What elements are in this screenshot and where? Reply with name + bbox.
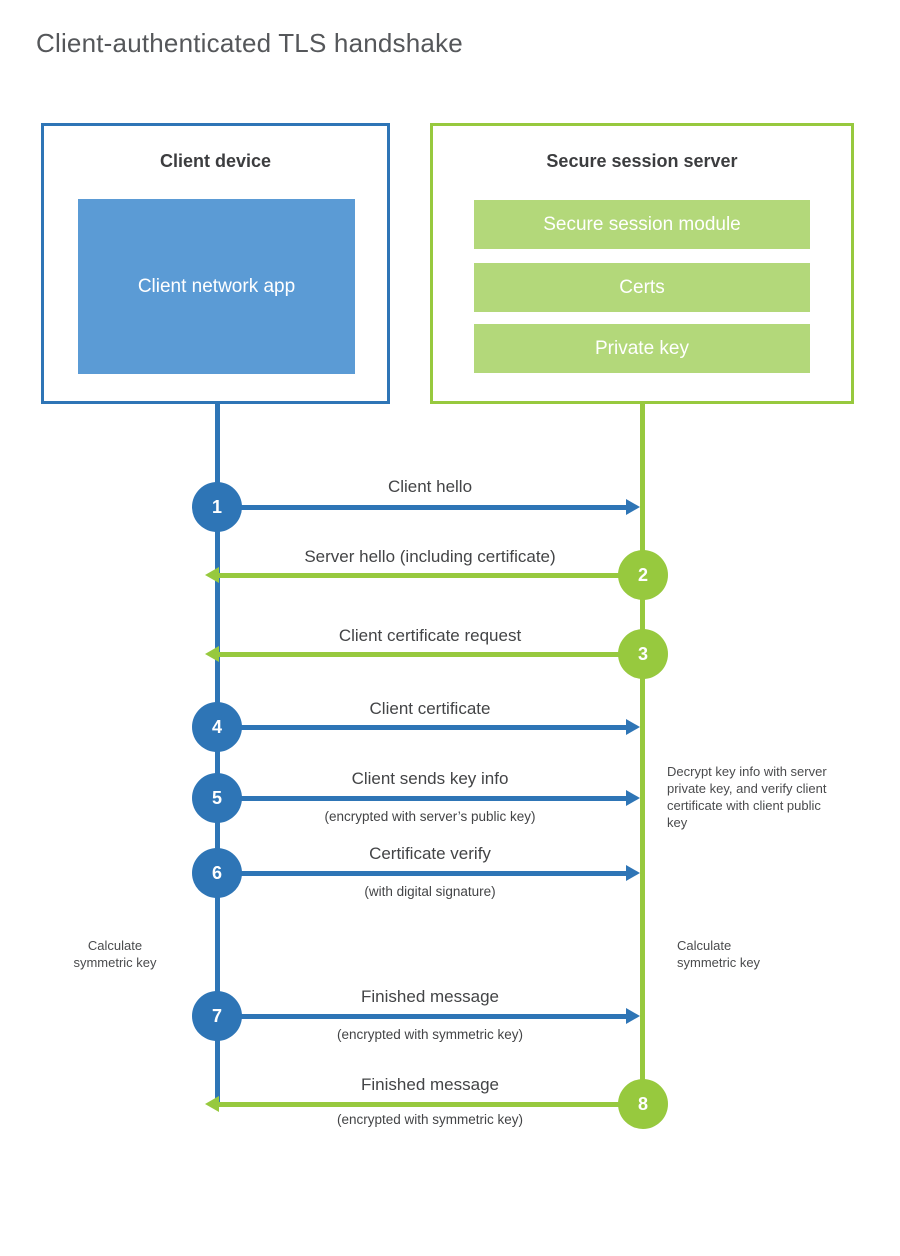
secure-session-server-title: Secure session server <box>546 151 738 171</box>
message-arrow-3 <box>205 646 619 662</box>
message-sublabel-8: (encrypted with symmetric key) <box>336 1112 524 1127</box>
message-label-2: Server hello (including certificate) <box>304 547 556 566</box>
message-sublabel-6: (with digital signature) <box>364 884 496 899</box>
message-label-1: Client hello <box>387 477 473 496</box>
decrypt-key-note: Decrypt key info with server private key… <box>667 764 827 830</box>
message-label-6: Certificate verify <box>369 844 491 863</box>
step-badge-6: 6 <box>192 848 242 898</box>
step-badge-7: 7 <box>192 991 242 1041</box>
server-module-private-key: Private key <box>474 324 810 373</box>
message-label-3: Client certificate request <box>338 626 522 645</box>
client-device-box: Client device Client network app <box>41 123 390 404</box>
client-lifeline <box>215 404 220 1105</box>
server-module-secure-session: Secure session module <box>474 200 810 249</box>
secure-session-server-box: Secure session server Secure session mod… <box>430 123 854 404</box>
message-arrow-4 <box>241 719 640 735</box>
calculate-symmetric-key-server: Calculate symmetric key <box>677 938 761 970</box>
client-network-app-box: Client network app <box>78 199 355 374</box>
page-title: Client-authenticated TLS handshake <box>36 28 463 58</box>
step-badge-3: 3 <box>618 629 668 679</box>
message-arrow-8 <box>205 1096 619 1112</box>
message-label-5: Client sends key info <box>351 769 509 788</box>
client-network-app-label: Client network app <box>137 275 296 297</box>
message-arrow-6 <box>241 865 640 881</box>
step-badge-5: 5 <box>192 773 242 823</box>
message-label-8: Finished message <box>361 1075 499 1094</box>
step-badge-8: 8 <box>618 1079 668 1129</box>
calculate-symmetric-key-client: Calculate symmetric key <box>73 938 157 970</box>
step-badge-2: 2 <box>618 550 668 600</box>
client-device-title: Client device <box>159 151 272 171</box>
message-arrow-1 <box>241 499 640 515</box>
step-badge-1: 1 <box>192 482 242 532</box>
message-arrow-5 <box>241 790 640 806</box>
message-arrow-2 <box>205 567 619 583</box>
message-sublabel-5: (encrypted with server’s public key) <box>324 809 536 824</box>
message-label-4: Client certificate <box>369 699 491 718</box>
server-module-certs: Certs <box>474 263 810 312</box>
message-arrow-7 <box>241 1008 640 1024</box>
server-lifeline <box>640 404 645 1104</box>
message-sublabel-7: (encrypted with symmetric key) <box>336 1027 524 1042</box>
step-badge-4: 4 <box>192 702 242 752</box>
message-label-7: Finished message <box>361 987 499 1006</box>
